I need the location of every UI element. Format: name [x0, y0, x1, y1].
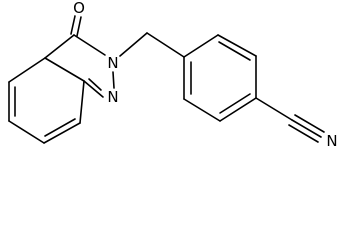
bond-ar2-ar3: [217, 34, 257, 57]
carbonyl: [70, 15, 82, 37]
bond-ar4-ar5: [219, 97, 257, 122]
bond-n4-c5: [8, 57, 46, 83]
pyridine-ring: [8, 57, 85, 144]
nitrile-nitrogen-label: N: [326, 132, 337, 150]
bond-c8a-n4: [44, 57, 85, 82]
bond-c7-c8: [43, 122, 81, 144]
benzene-ring: [183, 34, 257, 122]
ring-nitrogen-2-label: N: [107, 54, 118, 72]
triazolone-ring: [44, 34, 115, 98]
bond-ar4-cn: [255, 97, 293, 121]
bond-n1-c8a: [83, 80, 104, 98]
bond-ar4-ar5-inner: [219, 93, 251, 114]
bond-c3-n2: [73, 34, 106, 56]
bond-ch2-aryl: [146, 32, 185, 58]
bond-c-n-triple-3: [288, 124, 319, 143]
bond-c8-c8a: [79, 80, 85, 124]
bond-c7-c8-inner: [44, 118, 76, 137]
bond-ar1-ar2: [183, 34, 219, 58]
ring-nitrogen-1-label: N: [107, 88, 118, 106]
bond-c-n-triple-2: [294, 114, 325, 133]
bond-n4-c3: [44, 34, 75, 59]
nitrile-group: [255, 97, 325, 143]
bond-c6-c7: [8, 120, 45, 144]
bond-n1-c8a-inner: [88, 78, 102, 91]
bond-c3-o: [70, 15, 76, 35]
bond-n2-ch2: [119, 32, 148, 57]
bond-ar2-ar3-inner: [218, 41, 251, 61]
bond-c3-o-second: [76, 16, 82, 37]
bond-n2-n1: [112, 71, 115, 89]
bond-c-n-triple-1: [291, 119, 322, 138]
bond-ar5-ar6: [183, 98, 221, 122]
chemical-structure: O N N N: [8, 0, 338, 150]
oxygen-atom-label: O: [73, 0, 85, 17]
